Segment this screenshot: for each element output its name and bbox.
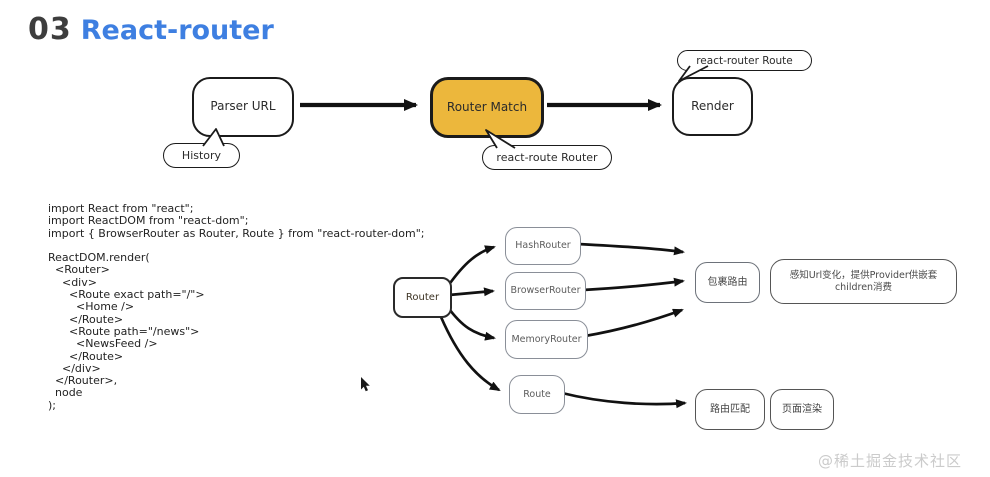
node-wrap-route: 包裹路由 — [695, 262, 760, 303]
code-block: import React from "react"; import ReactD… — [48, 202, 425, 412]
node-route-match: 路由匹配 — [695, 389, 765, 430]
node-page-render: 页面渲染 — [770, 389, 834, 430]
node-parser-url: Parser URL — [192, 77, 294, 137]
callout-react-router-route: react-router Route — [677, 50, 812, 71]
arrow-route-match — [561, 391, 687, 409]
node-hashrouter: HashRouter — [505, 227, 581, 265]
arrow-router-hashrouter — [446, 245, 496, 287]
node-memoryrouter: MemoryRouter — [505, 320, 588, 359]
arrow-router-route — [439, 316, 501, 392]
arrow-router-browserrouter — [448, 287, 495, 297]
code-line: </Router>, — [48, 374, 118, 388]
watermark: @稀土掘金技术社区 — [818, 452, 963, 470]
code-line: <Router> — [48, 263, 110, 277]
node-router-root: Router — [393, 277, 452, 318]
arrow-hashrouter-wrap — [577, 242, 685, 256]
arrow-browserrouter-wrap — [582, 277, 685, 292]
node-route: Route — [509, 375, 565, 414]
note-provider: 感知Url变化，提供Provider供嵌套children消费 — [770, 259, 957, 304]
code-line: import { BrowserRouter as Router, Route … — [48, 226, 425, 240]
arrow-memoryrouter-wrap — [584, 308, 684, 338]
code-line: <Home /> — [48, 300, 135, 314]
code-line: node — [48, 386, 83, 400]
code-line: <div> — [48, 275, 97, 289]
code-line: ReactDOM.render( — [48, 251, 150, 265]
code-line: </div> — [48, 361, 101, 375]
node-render: Render — [672, 77, 753, 136]
arrow-router-memoryrouter — [445, 305, 496, 341]
code-line: </Route> — [48, 349, 124, 363]
code-line: ); — [48, 398, 56, 412]
code-line: <NewsFeed /> — [48, 337, 158, 351]
code-line: import ReactDOM from "react-dom"; — [48, 214, 249, 228]
title-text: React-router — [80, 15, 274, 46]
callout-history: History — [163, 143, 240, 168]
title-number: 03 — [28, 12, 72, 47]
node-router-match: Router Match — [430, 77, 544, 138]
code-line: <Route exact path="/"> — [48, 288, 205, 302]
code-line: </Route> — [48, 312, 124, 326]
code-line: <Route path="/news"> — [48, 324, 200, 338]
page-title: 03 React-router — [28, 12, 274, 47]
code-line: import React from "react"; — [48, 202, 194, 215]
node-browserrouter: BrowserRouter — [505, 272, 586, 310]
callout-react-route-router: react-route Router — [482, 145, 612, 170]
